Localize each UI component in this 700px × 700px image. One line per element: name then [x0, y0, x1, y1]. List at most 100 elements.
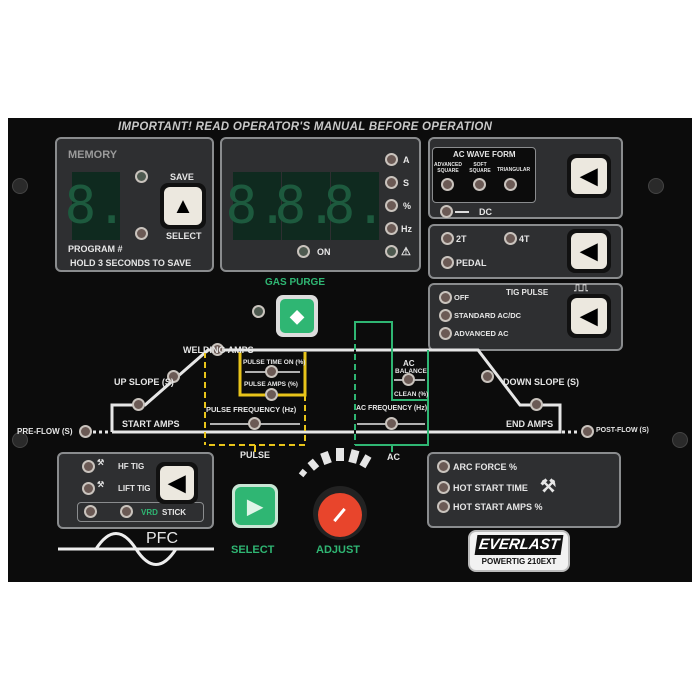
start-amps-label: START AMPS — [122, 419, 180, 429]
welding-amps-label: WELDING AMPS — [183, 345, 254, 355]
everlast-logo: EVERLAST — [474, 535, 564, 555]
hz-led — [385, 222, 398, 235]
left-arrow-icon: ◀ — [571, 233, 607, 269]
2t-label: 2T — [456, 234, 467, 244]
pulse-time-on-label: PULSE TIME ON (%) — [243, 359, 306, 366]
on-led — [297, 245, 310, 258]
down-slope-led — [481, 370, 494, 383]
diamond-icon: ◆ — [280, 299, 314, 333]
ac-waveform-button[interactable]: ◀ — [567, 154, 611, 198]
select-button[interactable]: ▶ — [232, 484, 278, 528]
end-amps-label: END AMPS — [506, 419, 554, 429]
triangular-label: TRIANGULAR — [497, 167, 531, 173]
screw-icon — [672, 432, 688, 448]
4t-label: 4T — [519, 234, 530, 244]
4t-led — [504, 232, 517, 245]
warning-icon: ⚠ — [401, 246, 411, 258]
left-arrow-icon: ◀ — [571, 298, 607, 334]
pulse-frequency-label: PULSE FREQUENCY (Hz) — [206, 405, 297, 414]
on-label: ON — [317, 247, 331, 257]
tig-pulse-button[interactable]: ◀ — [567, 294, 611, 338]
2t-led — [441, 232, 454, 245]
hot-start-amps-label: HOT START AMPS % — [453, 502, 543, 512]
pulse-frequency-led — [248, 417, 261, 430]
stick-label: STICK — [162, 508, 186, 517]
start-amps-led — [132, 398, 145, 411]
ac-balance-led — [402, 373, 415, 386]
display-digit: 8. — [324, 172, 386, 240]
soft-square-label: SOFT SQUARE — [469, 162, 491, 174]
dc-label: DC — [479, 207, 492, 217]
select-label: SELECT — [231, 544, 275, 556]
hf-tig-led — [82, 460, 95, 473]
left-arrow-icon: ◀ — [160, 466, 194, 500]
unit-percent: % — [403, 201, 412, 211]
unit-hz: Hz — [401, 224, 412, 234]
percent-led — [385, 199, 398, 212]
program-display: 8. — [65, 172, 127, 240]
sequence-line — [110, 348, 562, 434]
hot-start-amps-led — [437, 500, 450, 513]
hold-label: HOLD 3 SECONDS TO SAVE — [70, 258, 192, 268]
warning-led — [385, 245, 398, 258]
up-slope-led — [167, 370, 180, 383]
pulse-off-label: OFF — [454, 293, 469, 302]
display-digit: 8. — [275, 172, 337, 240]
play-icon: ▶ — [235, 487, 275, 525]
ac-label: AC — [387, 452, 400, 462]
triangular-led — [504, 178, 517, 191]
trigger-button[interactable]: ◀ — [567, 229, 611, 273]
post-flow-led — [581, 425, 594, 438]
memory-button[interactable]: ▲ — [160, 183, 206, 229]
hf-tig-label: HF TIG — [118, 462, 145, 471]
screw-icon — [648, 178, 664, 194]
ac-balance-title: AC — [403, 359, 415, 368]
unit-a: A — [403, 155, 410, 165]
ac-frequency-led — [385, 417, 398, 430]
process-button[interactable]: ◀ — [156, 462, 198, 504]
advanced-square-label: ADVANCED SQUARE — [434, 162, 462, 174]
program-label: PROGRAM # — [68, 244, 123, 254]
vrd-stick-led — [120, 505, 133, 518]
model-label: POWERTIG 210EXT — [481, 557, 557, 566]
save-led — [135, 170, 148, 183]
stick-settings-panel — [427, 452, 621, 528]
gas-purge-button[interactable]: ◆ — [276, 295, 318, 337]
select-label: SELECT — [166, 231, 202, 241]
lift-tig-led — [82, 482, 95, 495]
pulse-amps-label: PULSE AMPS (%) — [244, 381, 298, 388]
warning-header: IMPORTANT! READ OPERATOR'S MANUAL BEFORE… — [118, 121, 493, 133]
seconds-led — [385, 176, 398, 189]
amps-led — [385, 153, 398, 166]
ac-waveform-title: AC WAVE FORM — [453, 150, 516, 159]
pfc-label: PFC — [146, 530, 178, 547]
arc-force-led — [437, 460, 450, 473]
screw-icon — [12, 432, 28, 448]
up-arrow-icon: ▲ — [164, 187, 202, 225]
gas-purge-led — [252, 305, 265, 318]
pulse-label: PULSE — [240, 450, 271, 460]
pre-flow-label: PRE-FLOW (S) — [17, 427, 73, 436]
pulse-bracket — [205, 395, 306, 446]
balance-label: BALANCE — [395, 368, 427, 375]
left-arrow-icon: ◀ — [571, 158, 607, 194]
hot-start-time-led — [437, 481, 450, 494]
adjust-knob[interactable] — [318, 493, 362, 537]
memory-title: MEMORY — [68, 149, 118, 161]
unit-s: S — [403, 178, 410, 188]
arc-force-label: ARC FORCE % — [453, 462, 518, 472]
lift-tig-label: LIFT TIG — [118, 484, 151, 493]
standard-acdc-led — [439, 309, 452, 322]
pre-flow-led — [79, 425, 92, 438]
gas-purge-label: GAS PURGE — [265, 277, 326, 288]
up-slope-label: UP SLOPE (S) — [114, 377, 174, 387]
dc-led — [440, 205, 453, 218]
stick-group — [77, 502, 204, 522]
post-flow-label: POST-FLOW (S) — [596, 427, 649, 434]
torch-icon: ⚒ — [97, 480, 105, 489]
select-led — [135, 227, 148, 240]
tig-pulse-title: TIG PULSE — [506, 288, 549, 297]
ac-waveform-group — [432, 147, 536, 203]
display-digit: 8. — [226, 172, 288, 240]
